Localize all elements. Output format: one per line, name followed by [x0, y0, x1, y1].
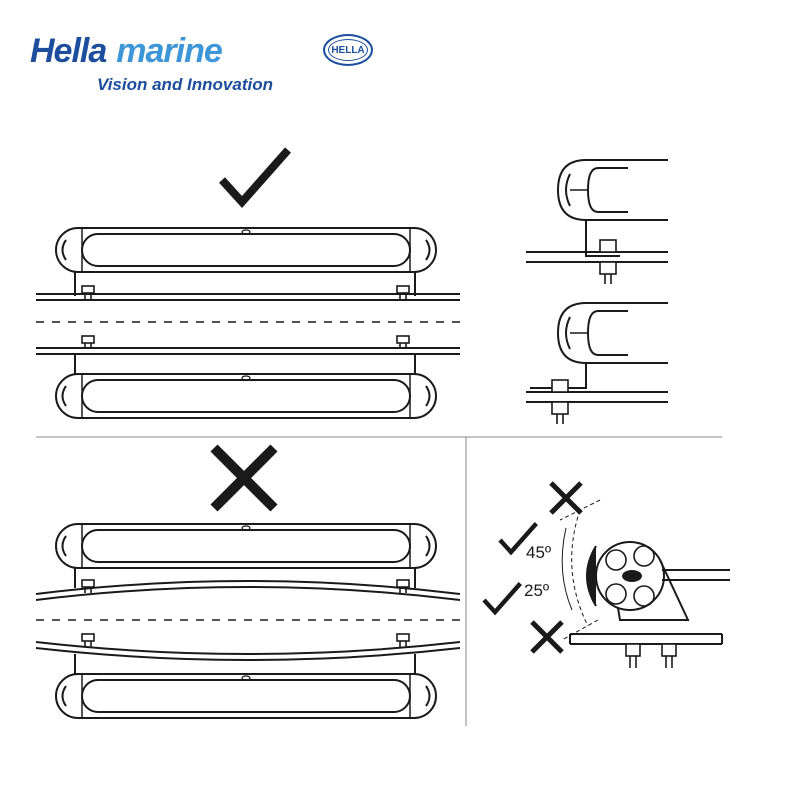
- cross-mark-icon: [532, 622, 562, 652]
- angle-label-upper: 45º: [526, 543, 552, 562]
- angle-mount-side-view: [559, 499, 730, 668]
- incorrect-top-mount: [35, 523, 461, 601]
- check-mark-icon: [222, 150, 288, 202]
- side-view-top: [526, 159, 669, 284]
- cross-mark-icon: [214, 448, 274, 508]
- check-mark-icon: [484, 584, 520, 613]
- correct-top-mount: [36, 227, 460, 301]
- cross-mark-icon: [551, 483, 581, 513]
- correct-under-mount: [36, 335, 460, 419]
- tagline: Vision and Innovation: [97, 75, 273, 94]
- angle-label-lower: 25º: [524, 581, 550, 600]
- hella-oval-badge: HELLA: [323, 34, 373, 66]
- badge-text: HELLA: [328, 39, 368, 61]
- incorrect-under-mount: [35, 633, 461, 719]
- side-view-bottom: [526, 302, 669, 424]
- brand-first-word: Hella: [30, 32, 107, 70]
- brand-second-word: marine: [116, 32, 222, 70]
